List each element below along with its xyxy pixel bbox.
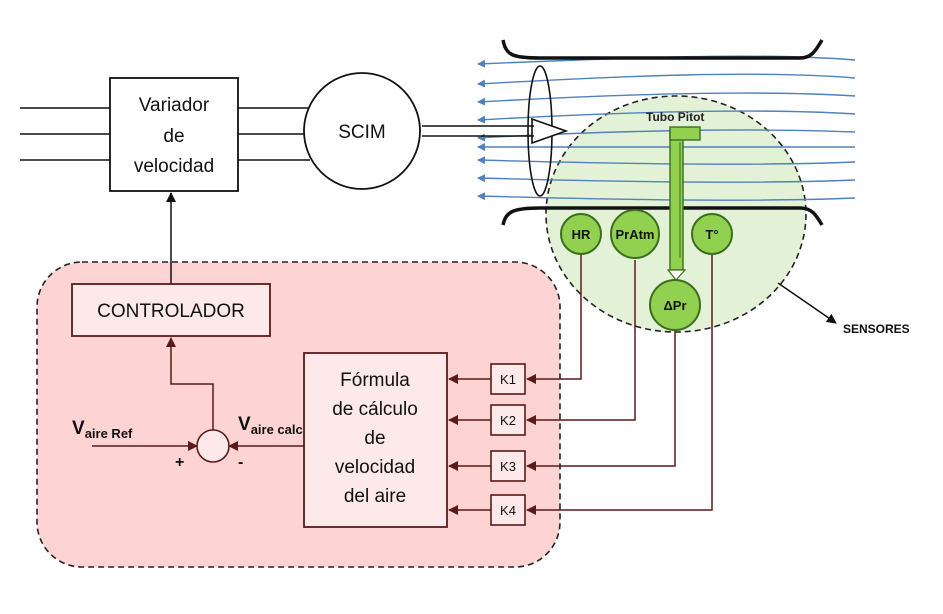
plus-sign: + <box>175 454 184 471</box>
airflow-line <box>477 174 856 183</box>
variador-label-3: velocidad <box>134 156 214 177</box>
sum-to-controller <box>166 337 214 430</box>
sensor-temp-label: T° <box>705 227 718 242</box>
sensor-pratm <box>610 209 660 259</box>
sensores-label: SENSORES <box>843 322 910 336</box>
formula-block <box>303 352 448 528</box>
fan-hub <box>531 117 569 145</box>
gain-blocks: K1 K2 K3 K4 <box>490 363 526 526</box>
formula-label-5: del aire <box>344 486 406 507</box>
gain-to-formula-arrows <box>448 374 491 515</box>
sensor-signal-lines <box>526 251 713 515</box>
ref-label: Vaire Ref <box>72 418 133 441</box>
formula-label-2: de cálculo <box>332 399 418 420</box>
airflow-line <box>477 73 856 88</box>
summing-junction <box>196 429 230 463</box>
formula-label-1: Fórmula <box>340 370 410 391</box>
airflow-line <box>477 110 856 124</box>
variador-label-2: de <box>163 126 184 147</box>
gain-k4-label: K4 <box>500 503 516 518</box>
airflow-line <box>477 192 856 201</box>
gain-k2-label: K2 <box>500 413 516 428</box>
gain-k3-label: K3 <box>500 459 516 474</box>
scim-label: SCIM <box>338 122 386 143</box>
formula-label-3: de <box>364 428 385 449</box>
calc-label: Vaire calc <box>238 414 303 437</box>
sensor-hr <box>560 213 602 255</box>
sensor-dpr <box>649 279 701 331</box>
gain-k1 <box>490 363 526 395</box>
variador-label-1: Variador <box>139 95 210 116</box>
supply-lines <box>20 107 310 161</box>
gain-k1-label: K1 <box>500 372 516 387</box>
formula-label-4: velocidad <box>335 457 415 478</box>
tunnel-wall-top <box>501 39 824 60</box>
minus-sign: - <box>238 454 243 471</box>
controlador-block <box>71 283 271 337</box>
scim-motor <box>303 72 421 190</box>
pitot-label: Tubo Pitot <box>646 110 704 124</box>
airflow-line <box>477 156 856 165</box>
sensor-pratm-label: PrAtm <box>615 227 654 242</box>
sensores-pointer <box>777 282 837 324</box>
sensor-hr-label: HR <box>572 227 591 242</box>
variador-block <box>109 77 239 192</box>
sensor-dpr-label: ΔPr <box>663 298 686 313</box>
airflow-line <box>477 92 856 106</box>
pitot-tube <box>666 126 701 281</box>
controlador-label: CONTROLADOR <box>97 301 245 322</box>
sensor-temp <box>691 213 733 255</box>
gain-k3 <box>490 450 526 482</box>
